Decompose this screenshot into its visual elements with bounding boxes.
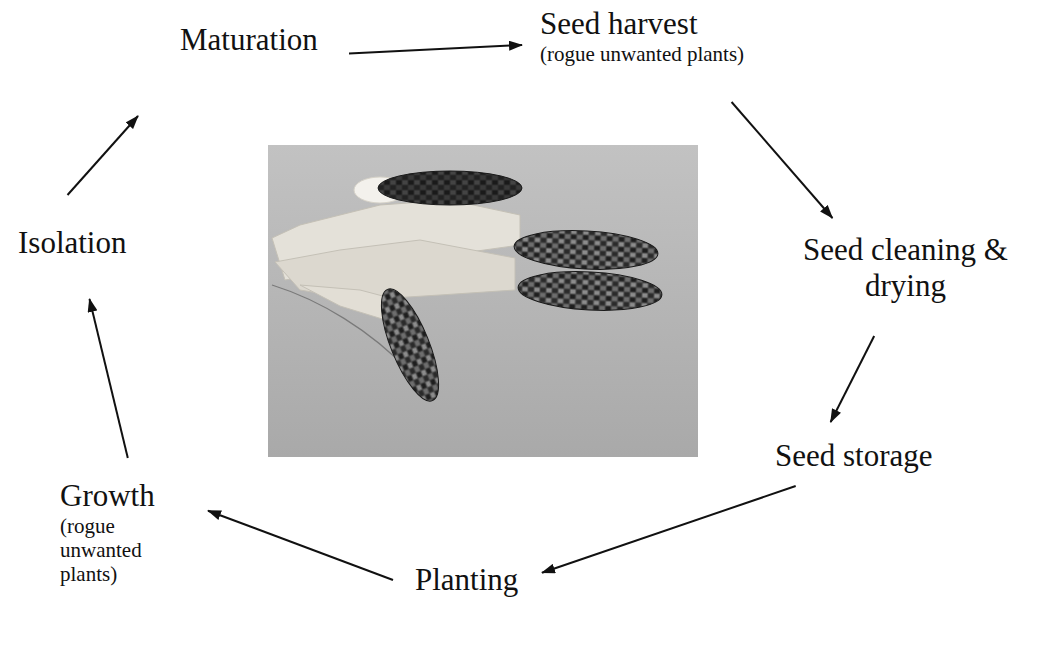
stage-label: Seed harvest(rogue unwanted plants) [540, 6, 746, 66]
corn-ear [370, 282, 450, 407]
stage-name: Growth [60, 478, 173, 514]
cycle-arrow [542, 486, 796, 573]
stage-note: (rogue unwanted plants) [540, 42, 746, 66]
cycle-arrow [68, 116, 139, 195]
stage-name: Seed harvest [540, 6, 746, 42]
corn-ear [513, 227, 659, 272]
cycle-arrow [349, 45, 522, 54]
stage-note: (rogue unwanted plants) [60, 514, 172, 586]
cycle-arrow [831, 336, 875, 422]
corn-ear [378, 171, 522, 205]
stage-name: Maturation [180, 22, 319, 58]
cycle-arrow [732, 102, 833, 218]
stage-label: Seed cleaning & drying [775, 232, 1036, 304]
corn-ear [517, 268, 663, 313]
stage-label: Growth(rogue unwanted plants) [60, 478, 173, 587]
stage-label: Maturation [180, 22, 319, 58]
stage-name: Seed storage [775, 438, 934, 474]
stage-name: Planting [415, 562, 520, 598]
cycle-arrow [90, 299, 128, 458]
stage-name: Seed cleaning & drying [775, 232, 1036, 303]
stage-name: Isolation [18, 225, 128, 261]
stage-label: Planting [415, 562, 520, 598]
stage-label: Isolation [18, 225, 128, 261]
photo-ground [268, 145, 698, 457]
cycle-arrow [208, 511, 393, 580]
stage-label: Seed storage [775, 438, 934, 474]
